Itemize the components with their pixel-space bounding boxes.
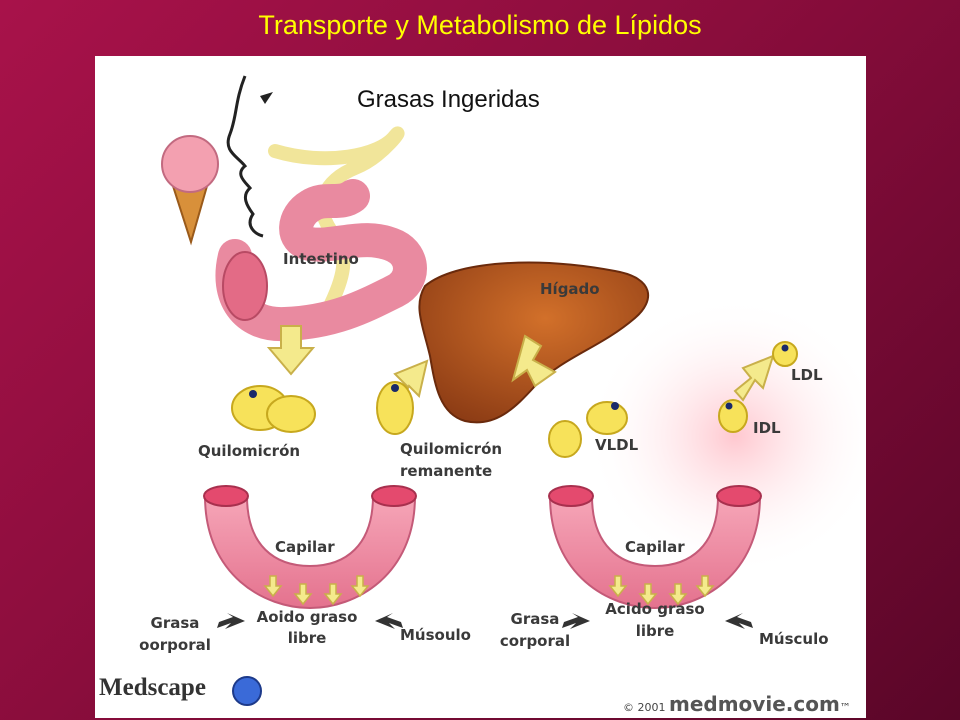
- label-musculo-right: Músculo: [759, 630, 829, 648]
- lipoprotein-glow: [585, 296, 866, 576]
- medscape-logo-icon: [232, 676, 262, 706]
- fatty-acid-arrows: [263, 575, 715, 606]
- label-ldl: LDL: [791, 366, 823, 384]
- label-capilar-left: Capilar: [275, 538, 335, 556]
- label-quilomicron: Quilomicrón: [198, 442, 301, 460]
- diagram-heading: Grasas Ingeridas: [357, 86, 540, 113]
- label-capilar-right: Capilar: [625, 538, 685, 556]
- arrow-intestine-down: [266, 325, 316, 376]
- label-acido-left-1: Aoido graso: [256, 608, 358, 626]
- medscape-brand: Medscape: [99, 674, 206, 701]
- label-quilomicron-remanente-1: Quilomicrón: [400, 440, 503, 458]
- ice-cream-cone: [171, 185, 209, 246]
- chylomicron-cluster: [231, 385, 316, 433]
- lipid-transport-diagram: Grasas Ingeridas Intestino Hígado Quilom…: [95, 56, 866, 718]
- label-grasa-left-1: Grasa: [150, 614, 200, 632]
- trademark-mark: ™: [839, 701, 851, 714]
- label-acido-right-1: Acido graso: [605, 600, 705, 618]
- chylomicron-remnant: [376, 381, 414, 435]
- label-intestino: Intestino: [283, 250, 359, 268]
- ldl-particle: [772, 341, 798, 367]
- label-acido-right-2: libre: [635, 622, 675, 640]
- vldl-particles: [548, 401, 628, 458]
- label-idl: IDL: [753, 419, 781, 437]
- arrow-idl-ldl: [733, 354, 775, 402]
- label-quilomicron-remanente-2: remanente: [400, 462, 493, 480]
- label-higado: Hígado: [540, 280, 600, 298]
- label-musculo-left: Músoulo: [400, 626, 471, 644]
- eye-mark: [260, 92, 273, 104]
- face-profile: [226, 75, 264, 238]
- copyright-notice: © 2001 medmovie.com™: [623, 692, 851, 716]
- side-arrows: [217, 613, 753, 629]
- label-grasa-left-2: oorporal: [139, 636, 211, 654]
- label-grasa-right-1: Grasa: [510, 610, 560, 628]
- food-stream: [268, 126, 405, 333]
- idl-particle: [718, 399, 748, 433]
- copyright-site: medmovie.com: [669, 692, 840, 716]
- label-acido-left-2: libre: [287, 629, 327, 647]
- intestine-opening: [222, 251, 268, 321]
- diagram-artwork: [161, 75, 866, 706]
- copyright-prefix: © 2001: [623, 701, 666, 714]
- label-vldl: VLDL: [595, 436, 639, 454]
- arrow-liver-down: [511, 334, 557, 388]
- intestine-shape: [215, 179, 427, 342]
- slide-title: Transporte y Metabolismo de Lípidos: [258, 10, 702, 40]
- label-grasa-right-2: corporal: [499, 632, 571, 650]
- ice-cream-scoop: [161, 135, 219, 193]
